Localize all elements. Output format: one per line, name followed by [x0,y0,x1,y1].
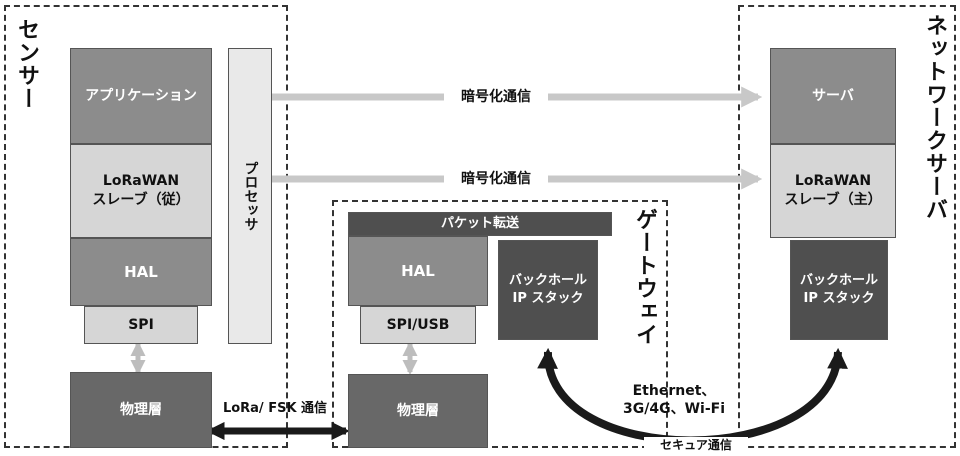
gateway-backhaul-line2: IP スタック [512,291,584,306]
sensor-lorawan-line1: LoRaWAN [102,173,180,190]
gateway-phy-block: 物理層 [348,374,488,448]
processor-block: プロセッサ [228,48,272,344]
lora-fsk-label: LoRa/ FSK 通信 [222,401,328,416]
sensor-hal-block: HAL [70,238,212,306]
server-server-label: サーバ [812,87,854,104]
backhaul-media-label: Ethernet、 3G/4G、Wi-Fi [604,382,744,418]
sensor-title: センサー [14,18,39,110]
secure-label: セキュア通信 [644,437,748,453]
server-server-block: サーバ [770,48,896,144]
gateway-backhaul-block: バックホール IP スタック [498,240,598,340]
gateway-region [332,200,668,448]
processor-label: プロセッサ [242,161,259,231]
server-lorawan-line2: スレーブ（主） [784,192,882,208]
sensor-hal-label: HAL [124,262,158,281]
sensor-spi-block: SPI [84,306,198,344]
backhaul-media-line1: Ethernet、 [632,383,716,399]
server-backhaul-line1: バックホール [799,273,878,289]
server-lorawan-block: LoRaWAN スレーブ（主） [770,144,896,238]
server-backhaul-line2: IP スタック [803,291,875,306]
gateway-packet-forward-label: パケット転送 [440,216,519,232]
backhaul-media-line2: 3G/4G、Wi-Fi [623,401,725,417]
encrypted-label-1: 暗号化通信 [444,88,548,106]
gateway-backhaul-line1: バックホール [508,273,587,289]
sensor-spi-label: SPI [128,316,154,333]
gateway-packet-forward-block: パケット転送 [348,212,612,236]
server-backhaul-block: バックホール IP スタック [790,240,888,340]
sensor-application-block: アプリケーション [70,48,212,144]
gateway-hal-label: HAL [401,261,435,280]
network-server-title: ネットワークサーバ [922,14,947,221]
sensor-lorawan-line2: スレーブ（従） [92,192,190,208]
gateway-spi-usb-block: SPI/USB [360,306,476,344]
sensor-application-label: アプリケーション [85,87,197,104]
gateway-phy-label: 物理層 [397,402,439,419]
gateway-spi-usb-label: SPI/USB [386,316,450,333]
sensor-phy-label: 物理層 [120,401,162,418]
sensor-lorawan-block: LoRaWAN スレーブ（従） [70,144,212,238]
network-server-region [738,5,956,448]
server-lorawan-line1: LoRaWAN [794,173,872,190]
encrypted-label-2: 暗号化通信 [444,170,548,188]
gateway-hal-block: HAL [348,236,488,306]
gateway-title: ゲートウェイ [632,208,657,346]
sensor-phy-block: 物理層 [70,372,212,448]
